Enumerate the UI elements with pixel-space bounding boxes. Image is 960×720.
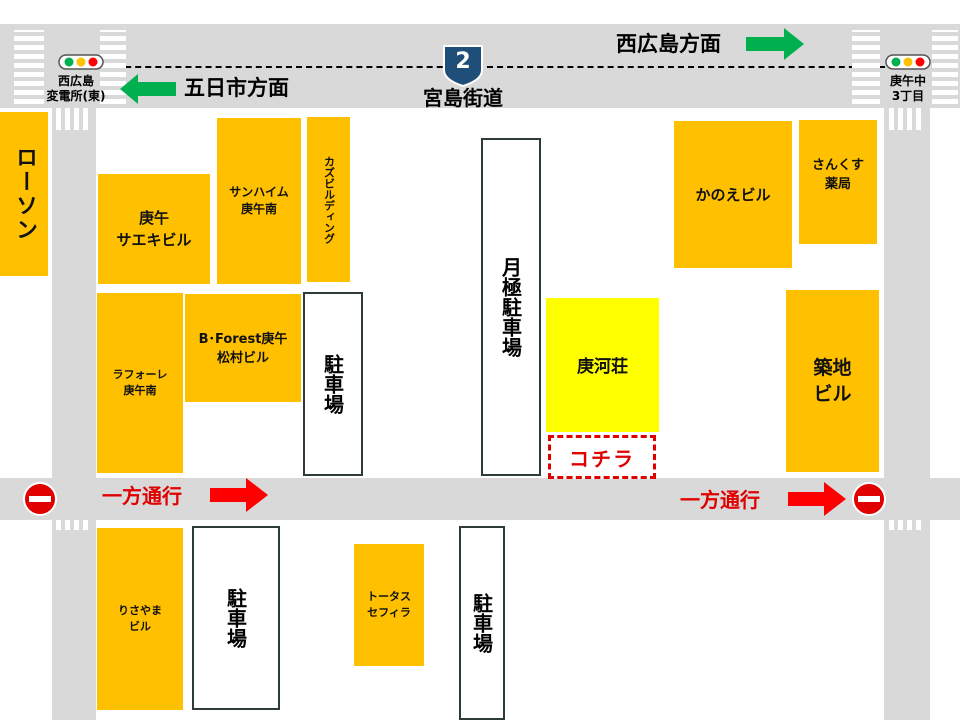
- route-name: 宮島街道: [423, 86, 503, 110]
- intersection-label-right: 庚午中 3丁目: [889, 74, 926, 103]
- parking-lot-center: 駐車場: [303, 292, 363, 476]
- crosswalk-bottom-left: [56, 108, 92, 130]
- here-marker: コチラ: [548, 435, 656, 479]
- no-entry-icon: [23, 482, 57, 516]
- building-bforest: B･Forest庚午 松村ビル: [185, 294, 301, 402]
- one-way-label-right: 一方通行: [680, 488, 760, 512]
- building-saeki: 庚午 サエキビル: [98, 174, 210, 284]
- building-tsukiji: 築地 ビル: [786, 290, 879, 472]
- parking-lot-bottom-right-label: 駐車場: [469, 593, 494, 653]
- crosswalk-left-west: [14, 30, 44, 104]
- parking-lot-bottom-right: 駐車場: [459, 526, 505, 720]
- arrow-left-icon: [120, 74, 176, 104]
- building-lawson: ローソン: [0, 112, 48, 276]
- crosswalk-bottom-right: [889, 108, 925, 130]
- parking-lot-monthly-label: 月極駐車場: [498, 257, 523, 357]
- parking-lot-bottom-left-label: 駐車場: [223, 588, 248, 648]
- right-side-street: [884, 24, 930, 720]
- route-shield-icon: [443, 45, 483, 88]
- crosswalk-top-right: [889, 4, 925, 24]
- crosswalk-right-east: [932, 30, 958, 104]
- building-kogaso-target: 庚河荘: [546, 298, 659, 432]
- no-entry-icon: [852, 482, 886, 516]
- building-totasu: トータス セフィラ: [354, 544, 424, 666]
- one-way-label-left: 一方通行: [102, 484, 182, 508]
- crosswalk-oneway-left: [56, 520, 92, 530]
- direction-itsukaichi: 五日市方面: [184, 76, 289, 100]
- parking-lot-monthly: 月極駐車場: [481, 138, 541, 476]
- crosswalk-right-west: [852, 30, 880, 104]
- building-laforet: ラフォーレ 庚午南: [97, 293, 183, 473]
- traffic-light-icon: [885, 54, 931, 70]
- parking-lot-center-label: 駐車場: [320, 354, 345, 414]
- crosswalk-oneway-right: [889, 520, 925, 530]
- crosswalk-left-east: [100, 30, 126, 104]
- direction-west-hiroshima: 西広島方面: [616, 32, 721, 56]
- building-sankusu: さんくす 薬局: [799, 120, 877, 244]
- intersection-label-left: 西広島 変電所(東): [46, 74, 106, 103]
- building-sunheim: サンハイム 庚午南: [217, 118, 301, 284]
- traffic-light-icon: [58, 54, 104, 70]
- building-risayama: りさやま ビル: [97, 528, 183, 710]
- building-kazu-label: カズビルディング: [322, 155, 336, 244]
- building-lawson-label: ローソン: [12, 146, 37, 242]
- building-kanoe: かのえビル: [674, 121, 792, 268]
- arrow-right-icon: [788, 482, 846, 516]
- road-center-line: [95, 66, 885, 68]
- left-side-street: [52, 24, 96, 720]
- parking-lot-bottom-left: 駐車場: [192, 526, 280, 710]
- arrow-right-icon: [210, 478, 268, 512]
- route-number: 2: [455, 49, 471, 74]
- here-marker-label: コチラ: [569, 446, 635, 471]
- crosswalk-top-left: [56, 4, 92, 24]
- building-kazu: カズビルディング: [307, 117, 350, 282]
- arrow-right-icon: [746, 28, 804, 60]
